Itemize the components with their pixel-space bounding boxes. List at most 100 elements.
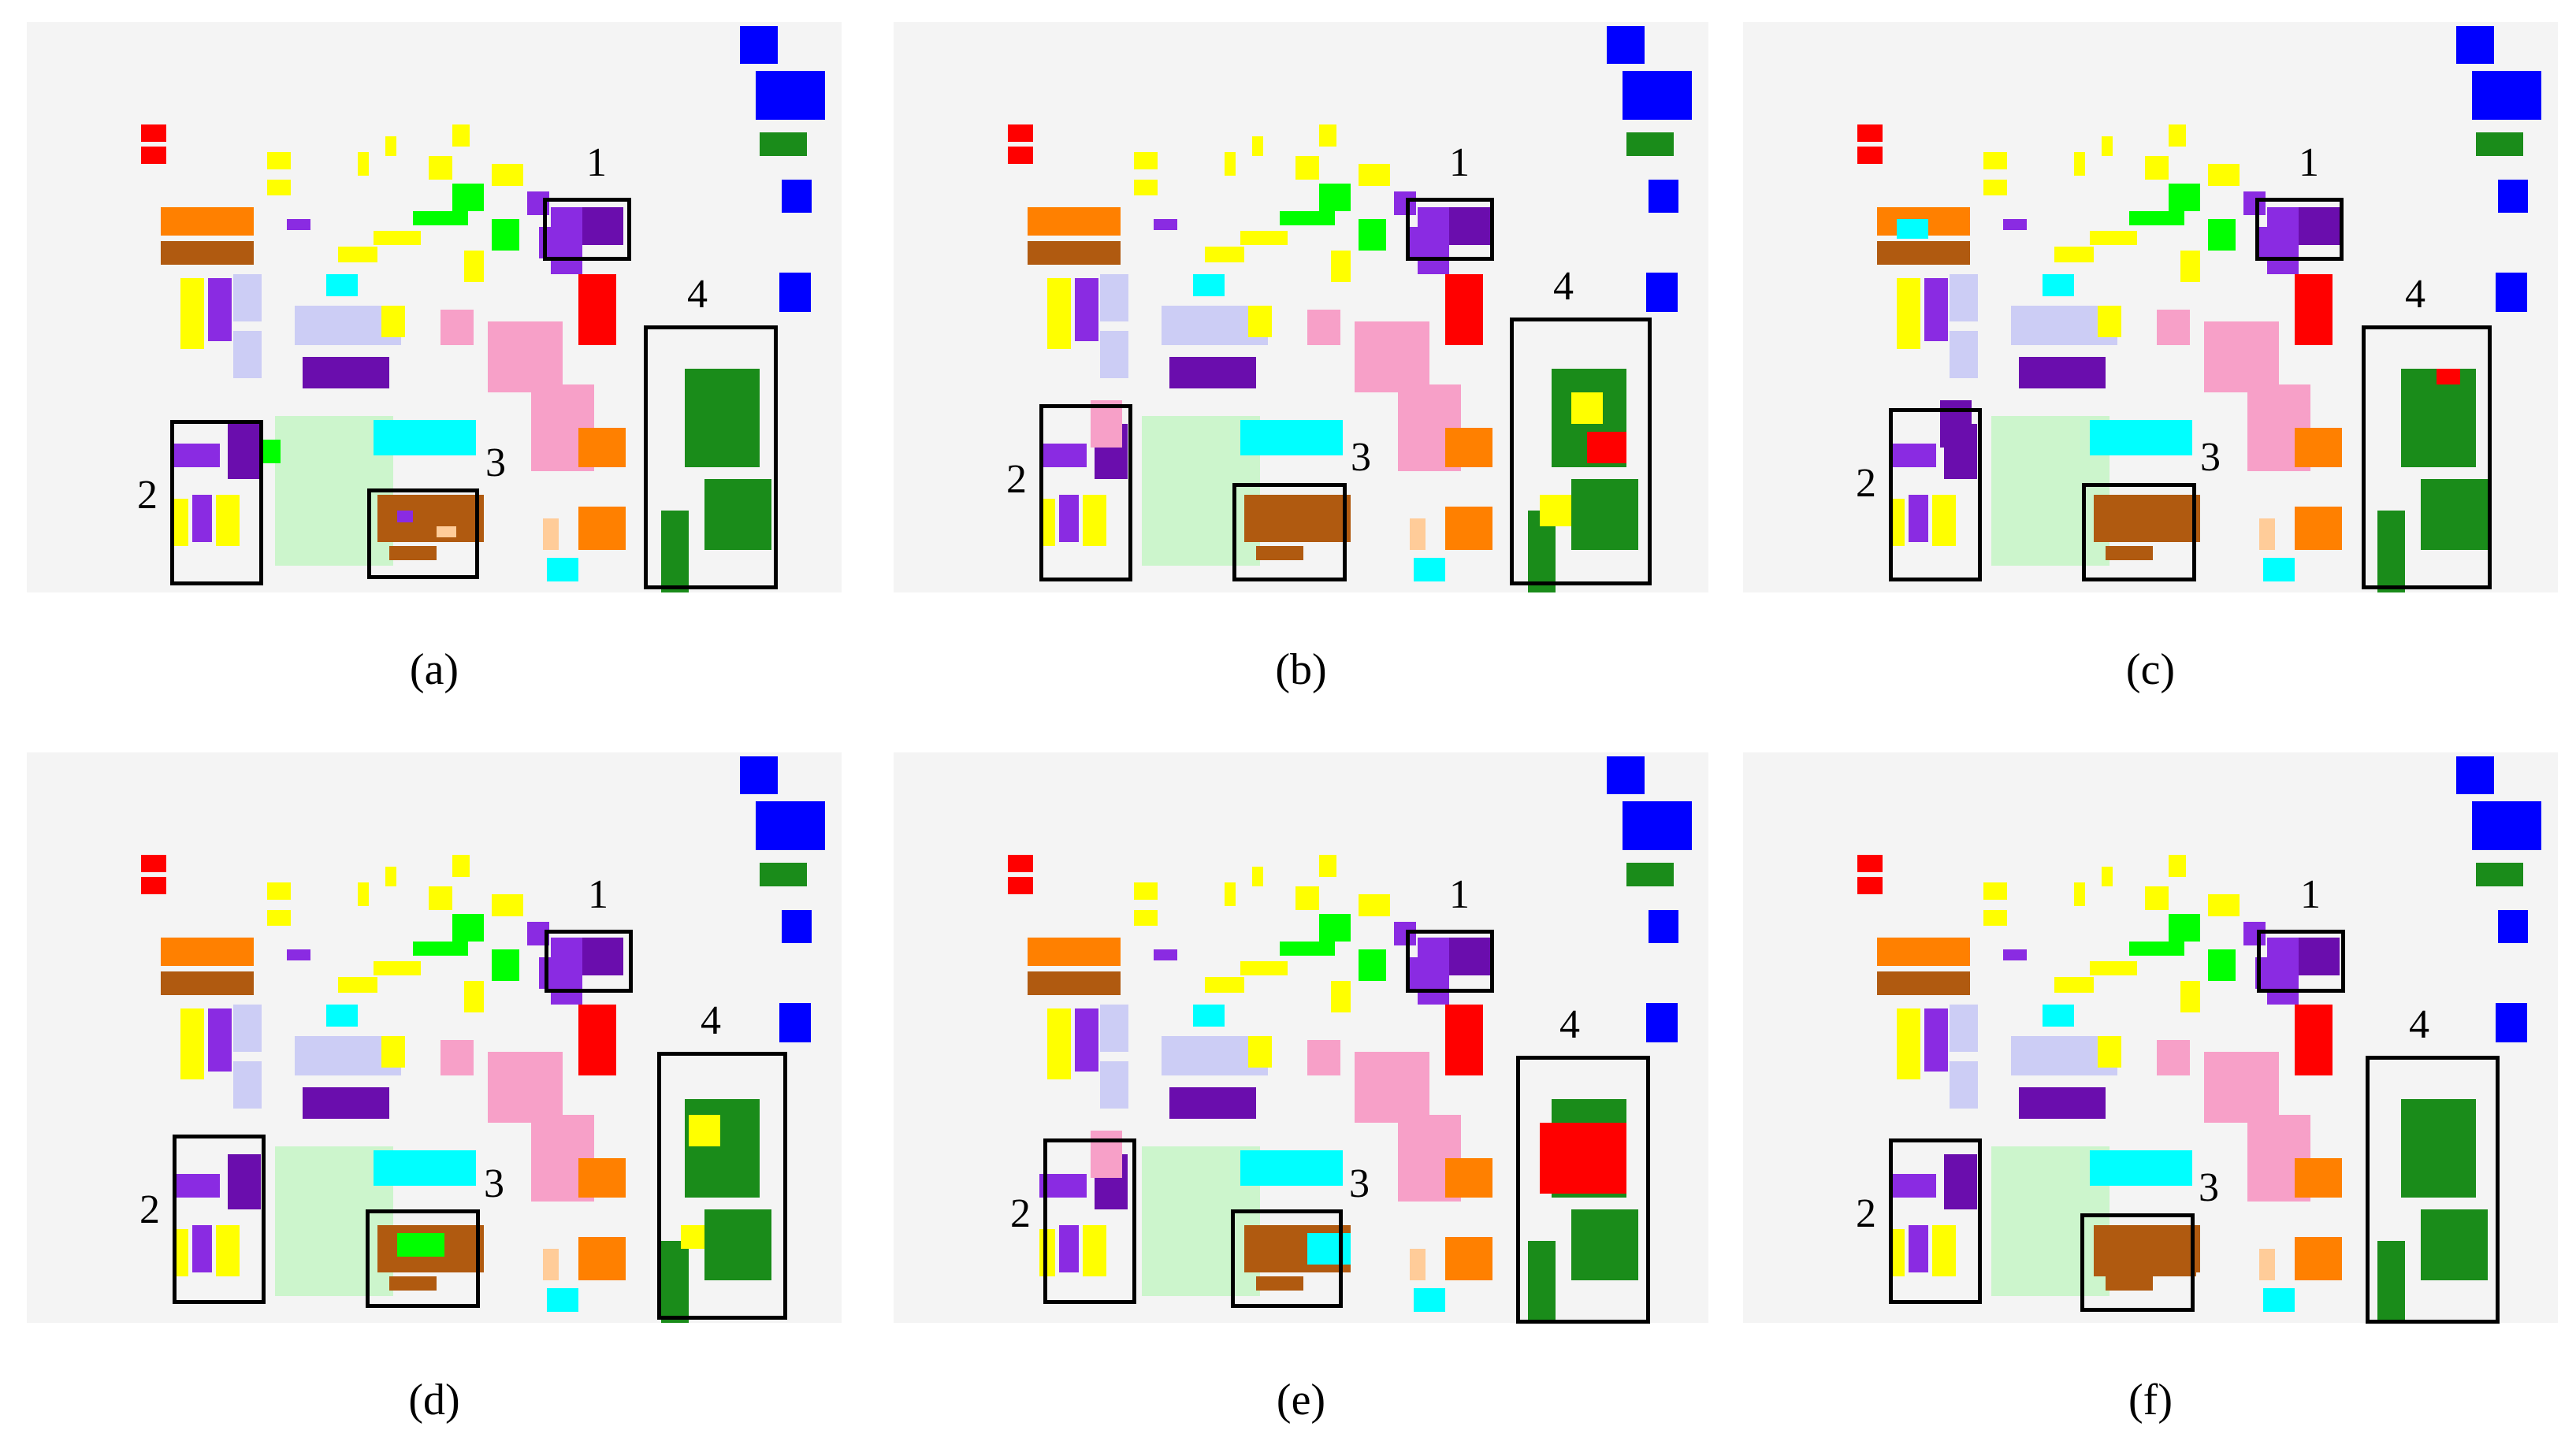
land-cover-patch xyxy=(161,938,254,966)
land-cover-patch xyxy=(1607,756,1645,794)
land-cover-patches xyxy=(141,756,825,1323)
land-cover-patch xyxy=(374,420,476,455)
land-cover-patch xyxy=(173,444,220,467)
land-cover-patch xyxy=(1331,251,1351,282)
land-cover-patch xyxy=(2098,1036,2121,1068)
land-cover-patch xyxy=(551,981,582,1005)
land-cover-patch xyxy=(1248,1036,1272,1068)
land-cover-patch xyxy=(2157,310,2190,345)
land-cover-patch xyxy=(2102,867,2113,886)
land-cover-patch xyxy=(704,1209,771,1280)
land-cover-patches xyxy=(1008,26,1692,592)
land-cover-patch xyxy=(578,1158,626,1198)
land-cover-patch xyxy=(2169,914,2200,942)
land-cover-patch xyxy=(1626,863,1674,886)
land-cover-patch xyxy=(2106,1276,2153,1291)
land-cover-patch xyxy=(779,273,811,312)
land-cover-patch xyxy=(141,147,166,164)
land-cover-patch xyxy=(2299,207,2340,245)
land-cover-patch xyxy=(192,495,212,542)
land-cover-patch xyxy=(2377,511,2405,574)
land-cover-patch xyxy=(1169,1087,1256,1119)
land-cover-patch xyxy=(1623,71,1692,120)
land-cover-patch xyxy=(1039,444,1087,467)
highlight-box-4 xyxy=(1516,1056,1650,1324)
highlight-box-3 xyxy=(367,488,479,579)
land-cover-patch xyxy=(1319,184,1351,211)
land-cover-patch xyxy=(1445,274,1483,345)
land-cover-patch xyxy=(488,1052,563,1123)
highlight-box-4 xyxy=(1510,318,1652,585)
land-cover-patch xyxy=(1449,207,1490,245)
land-cover-patch xyxy=(1359,164,1390,186)
land-cover-patch xyxy=(1331,981,1351,1012)
highlight-box-2 xyxy=(1889,408,1982,581)
land-cover-patch xyxy=(740,756,778,794)
land-cover-patch xyxy=(1889,1174,1936,1198)
highlight-box-1 xyxy=(2255,198,2344,261)
land-cover-patch xyxy=(2003,219,2027,230)
land-cover-patch xyxy=(1047,278,1071,349)
land-cover-patch xyxy=(233,331,262,378)
land-cover-patch xyxy=(2267,251,2299,274)
region-label-4: 4 xyxy=(2409,1002,2429,1047)
land-cover-patch xyxy=(1649,910,1678,943)
land-cover-patch xyxy=(389,1276,437,1291)
land-cover-patch xyxy=(1134,910,1158,926)
region-label-3: 3 xyxy=(1351,435,1371,480)
land-cover-patch xyxy=(2259,1249,2275,1280)
region-label-3: 3 xyxy=(485,440,506,485)
land-cover-patch xyxy=(1100,331,1128,378)
land-cover-patch xyxy=(1877,971,1970,995)
land-cover-patch xyxy=(1252,136,1263,156)
classification-map xyxy=(894,22,1708,592)
land-cover-patch xyxy=(1857,877,1883,894)
highlight-box-4 xyxy=(644,325,778,589)
land-cover-patch xyxy=(381,1036,405,1068)
land-cover-patch xyxy=(1039,1174,1087,1198)
land-cover-patch xyxy=(1414,558,1445,581)
land-cover-patch xyxy=(2094,495,2200,542)
land-cover-patch xyxy=(1134,152,1158,169)
land-cover-patch xyxy=(2401,1099,2476,1198)
land-cover-patch xyxy=(1445,428,1492,467)
land-cover-patch xyxy=(1205,247,1244,262)
land-cover-patch xyxy=(1607,26,1645,64)
land-cover-patch xyxy=(1932,1225,1956,1276)
land-cover-patch xyxy=(1649,180,1678,213)
land-cover-patch xyxy=(161,971,254,995)
land-cover-patch xyxy=(464,981,484,1012)
land-cover-patch xyxy=(1418,207,1449,251)
land-cover-patch xyxy=(1319,855,1336,877)
land-cover-patch xyxy=(2106,546,2153,560)
land-cover-patch xyxy=(2456,26,2494,64)
land-cover-patch xyxy=(756,801,825,850)
land-cover-patch xyxy=(704,479,771,550)
land-cover-patch xyxy=(1295,886,1319,910)
land-cover-patch xyxy=(1909,1225,1928,1272)
region-label-4: 4 xyxy=(1559,1002,1580,1047)
land-cover-patch xyxy=(578,274,616,345)
land-cover-patch xyxy=(233,1061,262,1109)
land-cover-patch xyxy=(1897,219,1928,239)
land-cover-patch xyxy=(1897,1008,1920,1079)
land-cover-patch xyxy=(2204,1052,2279,1123)
land-cover-patch xyxy=(547,1288,578,1312)
land-cover-patch xyxy=(429,156,452,180)
highlight-box-1 xyxy=(1406,198,1494,261)
land-cover-patch xyxy=(374,961,421,975)
land-cover-patch xyxy=(452,855,470,877)
highlight-box-1 xyxy=(2257,930,2345,993)
land-cover-patch xyxy=(2498,910,2528,943)
land-cover-patch xyxy=(2476,132,2523,156)
land-cover-patch xyxy=(397,1233,444,1257)
land-cover-patch xyxy=(1319,124,1336,147)
land-cover-patch xyxy=(1983,180,2007,195)
classification-map xyxy=(1743,752,2558,1323)
region-label-4: 4 xyxy=(2405,272,2425,317)
land-cover-patch xyxy=(2267,207,2299,251)
land-cover-patch xyxy=(2295,428,2342,467)
classification-map xyxy=(1743,22,2558,592)
